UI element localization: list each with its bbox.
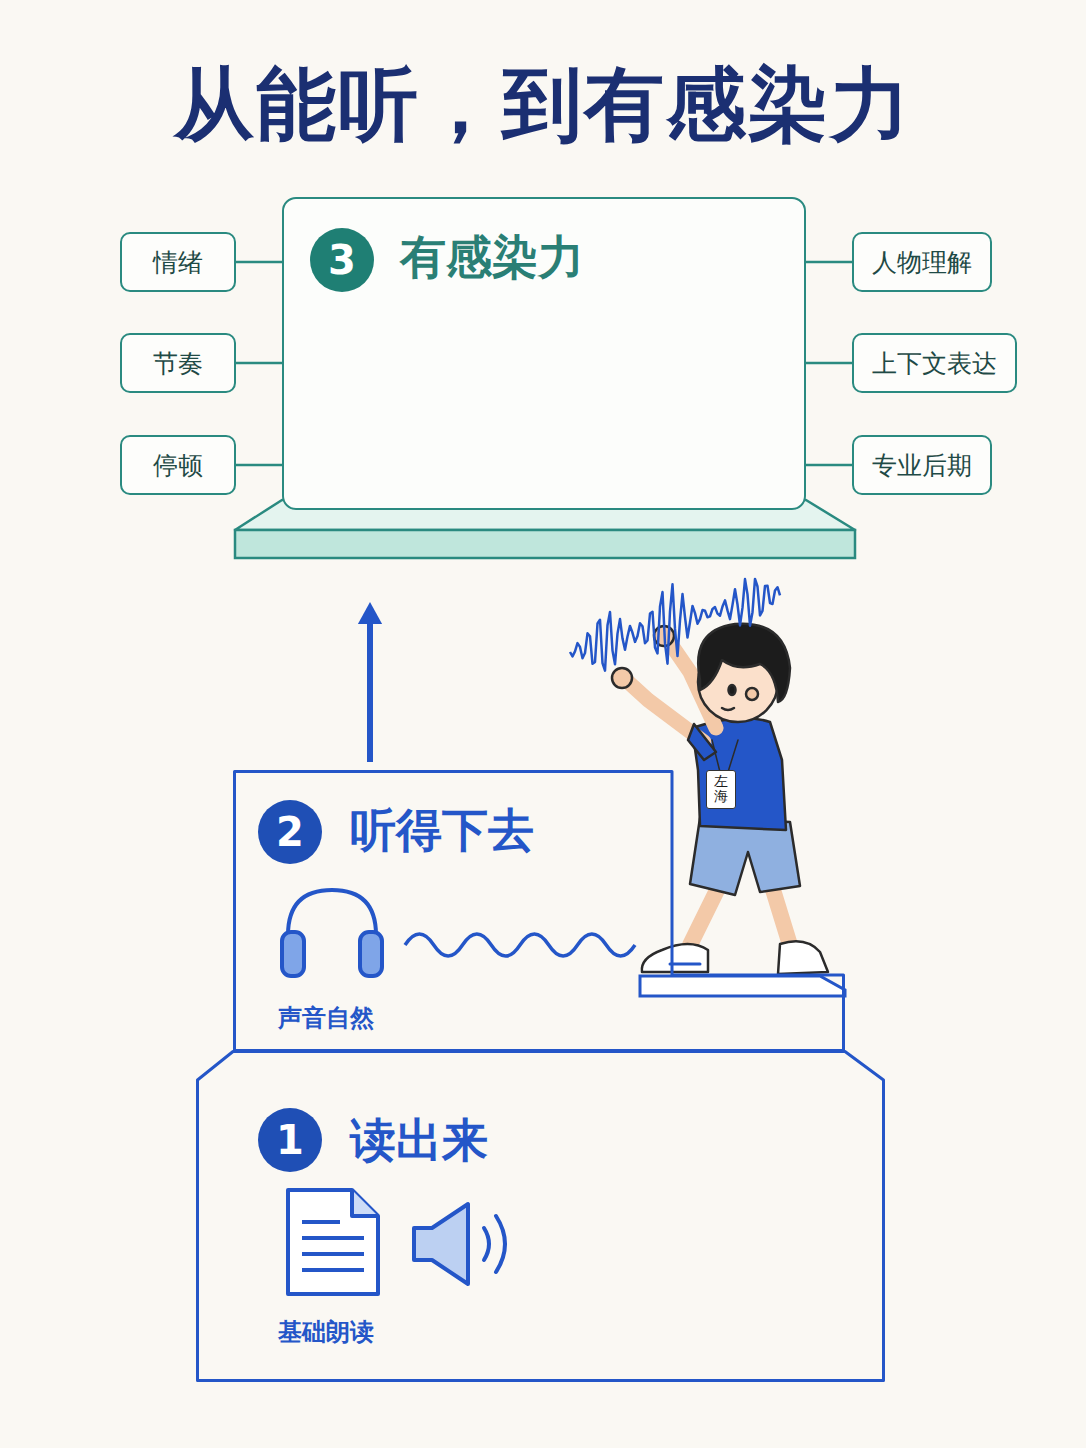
step-number-text: 1 — [276, 1117, 304, 1163]
arrow-head — [358, 602, 382, 624]
stage-caption: 基础朗读 — [278, 1316, 374, 1348]
connector-line — [806, 261, 852, 264]
stage-heading: 听得下去 — [350, 800, 534, 862]
tag-label: 节奏 — [153, 347, 203, 380]
tag-label: 专业后期 — [872, 449, 972, 482]
headphones-icon — [282, 890, 382, 976]
stage-caption: 声音自然 — [278, 1002, 374, 1034]
tag-box: 节奏 — [120, 333, 236, 393]
step-number-text: 3 — [328, 237, 356, 283]
tag-connector — [806, 465, 852, 466]
tag-box: 上下文表达 — [852, 333, 1017, 393]
boy-figure — [612, 624, 828, 974]
connector-line — [236, 464, 282, 467]
connector-line — [367, 622, 373, 762]
sine-wave — [405, 934, 635, 956]
tag-label: 情绪 — [153, 246, 203, 279]
connector-line — [236, 261, 282, 264]
tag-box: 情绪 — [120, 232, 236, 292]
connector-line — [236, 362, 282, 365]
step-number-text: 2 — [276, 809, 304, 855]
stage-heading: 有感染力 — [400, 227, 584, 289]
speaker-icon — [414, 1204, 505, 1284]
tag-label: 人物理解 — [872, 246, 972, 279]
tag-connector — [236, 465, 282, 466]
stage-step: 听得下去声音自然 2 — [233, 770, 845, 1052]
connector-line — [806, 362, 852, 365]
step-number: 1 — [258, 1108, 322, 1172]
tag-connector — [236, 363, 282, 364]
held-waveform — [570, 579, 780, 671]
diagram-title: 从能听，到有感染力 — [0, 52, 1086, 160]
stage-border — [198, 1052, 884, 1381]
step-number: 3 — [310, 228, 374, 292]
tag-box: 停顿 — [120, 435, 236, 495]
stage-border — [235, 772, 844, 1051]
up-arrow — [358, 602, 382, 762]
tag-box: 专业后期 — [852, 435, 992, 495]
name-badge: 左海 — [706, 770, 736, 809]
tag-connector — [806, 262, 852, 263]
tag-connector — [806, 363, 852, 364]
stage-heading: 读出来 — [350, 1110, 488, 1172]
tag-label: 停顿 — [153, 449, 203, 482]
badge-text: 左海 — [714, 774, 728, 805]
connector-line — [806, 464, 852, 467]
stair-step — [640, 976, 845, 996]
step-number: 2 — [258, 800, 322, 864]
stage-screen: 有感染力 3 — [282, 197, 806, 510]
tag-label: 上下文表达 — [872, 347, 997, 380]
stage-base: 读出来基础朗读 1 — [196, 1050, 885, 1382]
document-icon — [288, 1190, 378, 1294]
tag-connector — [236, 262, 282, 263]
tag-box: 人物理解 — [852, 232, 992, 292]
